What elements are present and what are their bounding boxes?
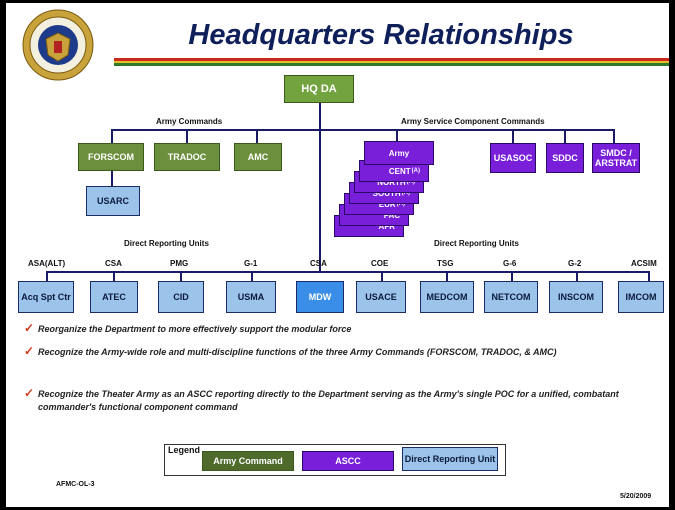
title-stripe-red — [114, 58, 669, 61]
army-commands-label: Army Commands — [156, 117, 223, 126]
ascc-label: Army Service Component Commands — [401, 117, 545, 126]
ascc-north-suffix: (A) — [406, 179, 415, 185]
bullet-2: Recognize the Army-wide role and multi-d… — [38, 347, 557, 357]
ascc-pac-label: PAC — [383, 210, 400, 220]
ascc-stack-army[interactable]: Army — [364, 141, 434, 165]
sddc-drop — [564, 129, 566, 143]
ascc-eur-label: EUR — [378, 199, 396, 209]
sddc-box[interactable]: SDDC — [546, 143, 584, 173]
checkmark-icon: ✓ — [24, 344, 35, 358]
dru-drop-4 — [251, 271, 253, 281]
legend-dru: Direct Reporting Unit — [402, 447, 498, 471]
hq-vertical-line — [319, 103, 321, 271]
dru-drop-10 — [648, 271, 650, 281]
footer-right: 5/20/2009 — [620, 493, 652, 500]
footer-left: AFMC-OL-3 — [56, 481, 95, 488]
bullet-3: Recognize the Theater Army as an ASCC re… — [38, 389, 619, 412]
dru-drop-9 — [576, 271, 578, 281]
ascc-army-label: Army — [388, 148, 410, 158]
usace-box[interactable]: USACE — [356, 281, 406, 313]
usma-box[interactable]: USMA — [226, 281, 276, 313]
title-stripe-yellow — [114, 61, 669, 63]
inscom-box[interactable]: INSCOM — [549, 281, 603, 313]
dru-drop-2 — [113, 271, 115, 281]
dru-header-4: G-1 — [244, 259, 258, 268]
dru-drop-6 — [381, 271, 383, 281]
forscom-box[interactable]: FORSCOM — [78, 143, 144, 171]
page-title: Headquarters Relationships — [188, 19, 574, 51]
dru-header-6: COE — [371, 259, 389, 268]
dru-header-9: G-2 — [568, 259, 582, 268]
dru-right-label: Direct Reporting Units — [434, 239, 519, 248]
commands-bar — [111, 129, 613, 131]
ascc-cent-suffix: (A) — [411, 168, 420, 174]
usasoc-drop — [512, 129, 514, 143]
dru-bar — [46, 271, 650, 273]
amc-box[interactable]: AMC — [234, 143, 282, 171]
ascc-eur-suffix: (A) — [396, 201, 405, 207]
imcom-box[interactable]: IMCOM — [618, 281, 664, 313]
tradoc-box[interactable]: TRADOC — [154, 143, 220, 171]
cid-box[interactable]: CID — [158, 281, 204, 313]
dru-header-3: PMG — [170, 259, 189, 268]
checkmark-icon: ✓ — [24, 386, 35, 400]
dru-header-5: CSA — [310, 259, 327, 268]
usarc-box[interactable]: USARC — [86, 186, 140, 216]
usarc-connector — [111, 171, 113, 186]
dru-header-2: CSA — [105, 259, 122, 268]
legend-title: Legend — [168, 445, 201, 455]
ascc-cent-label: CENT — [388, 166, 411, 176]
ascc-north-label: NORTH — [377, 177, 406, 187]
atec-box[interactable]: ATEC — [90, 281, 138, 313]
dru-header-8: G-6 — [503, 259, 517, 268]
ascc-stack-drop — [396, 129, 398, 141]
tradoc-drop — [186, 129, 188, 143]
dru-header-10: ACSIM — [631, 259, 657, 268]
legend-ascc: ASCC — [302, 451, 394, 471]
legend-army-command: Army Command — [202, 451, 294, 471]
dru-header-1: ASA(ALT) — [28, 259, 66, 268]
slide: { "title": "Headquarters Relationships",… — [6, 3, 669, 507]
smdc-arstrat-box[interactable]: SMDC / ARSTRAT — [592, 143, 640, 173]
smdc-drop — [613, 129, 615, 143]
dru-drop-3 — [180, 271, 182, 281]
bullet-1: Reorganize the Department to more effect… — [38, 324, 352, 334]
amc-drop — [256, 129, 258, 143]
army-seal-icon — [22, 9, 94, 81]
mdw-box[interactable]: MDW — [296, 281, 344, 313]
dru-drop-8 — [511, 271, 513, 281]
dru-drop-7 — [446, 271, 448, 281]
checkmark-icon: ✓ — [24, 321, 35, 335]
forscom-drop — [111, 129, 113, 143]
acq-spt-ctr-box[interactable]: Acq Spt Ctr — [18, 281, 74, 313]
ascc-south-label: SOUTH — [372, 188, 401, 198]
dru-header-7: TSG — [437, 259, 454, 268]
netcom-box[interactable]: NETCOM — [484, 281, 538, 313]
dru-left-label: Direct Reporting Units — [124, 239, 209, 248]
ascc-south-suffix: (A) — [401, 190, 410, 196]
dru-drop-1 — [46, 271, 48, 281]
medcom-box[interactable]: MEDCOM — [420, 281, 474, 313]
title-stripe-green — [114, 63, 669, 66]
usasoc-box[interactable]: USASOC — [490, 143, 536, 173]
hqda-box[interactable]: HQ DA — [284, 75, 354, 103]
ascc-afr-label: AFR — [378, 221, 395, 231]
